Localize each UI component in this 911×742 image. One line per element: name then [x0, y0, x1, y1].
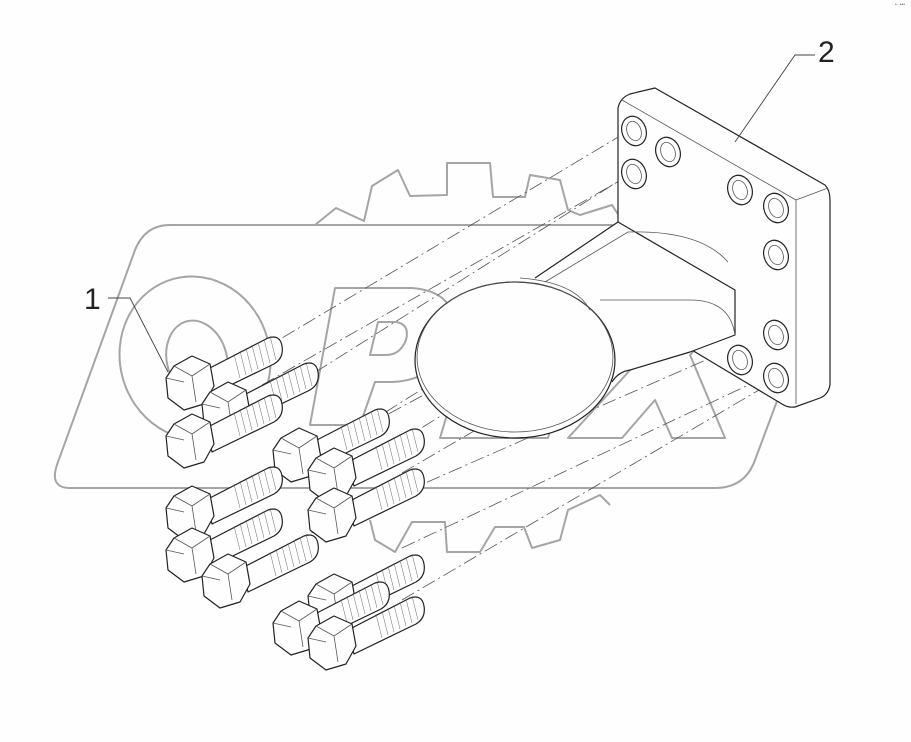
flange-holes [621, 115, 789, 394]
leader-line-2 [734, 54, 815, 143]
corner-mark: •· ••• [894, 2, 905, 8]
callout-number-2: 2 [818, 36, 835, 69]
part-1-bolts [165, 335, 425, 671]
part-2-bracket [414, 87, 831, 439]
callout-number-1: 1 [84, 283, 101, 316]
watermark-gear [300, 162, 626, 553]
leader-line-1 [108, 297, 169, 373]
